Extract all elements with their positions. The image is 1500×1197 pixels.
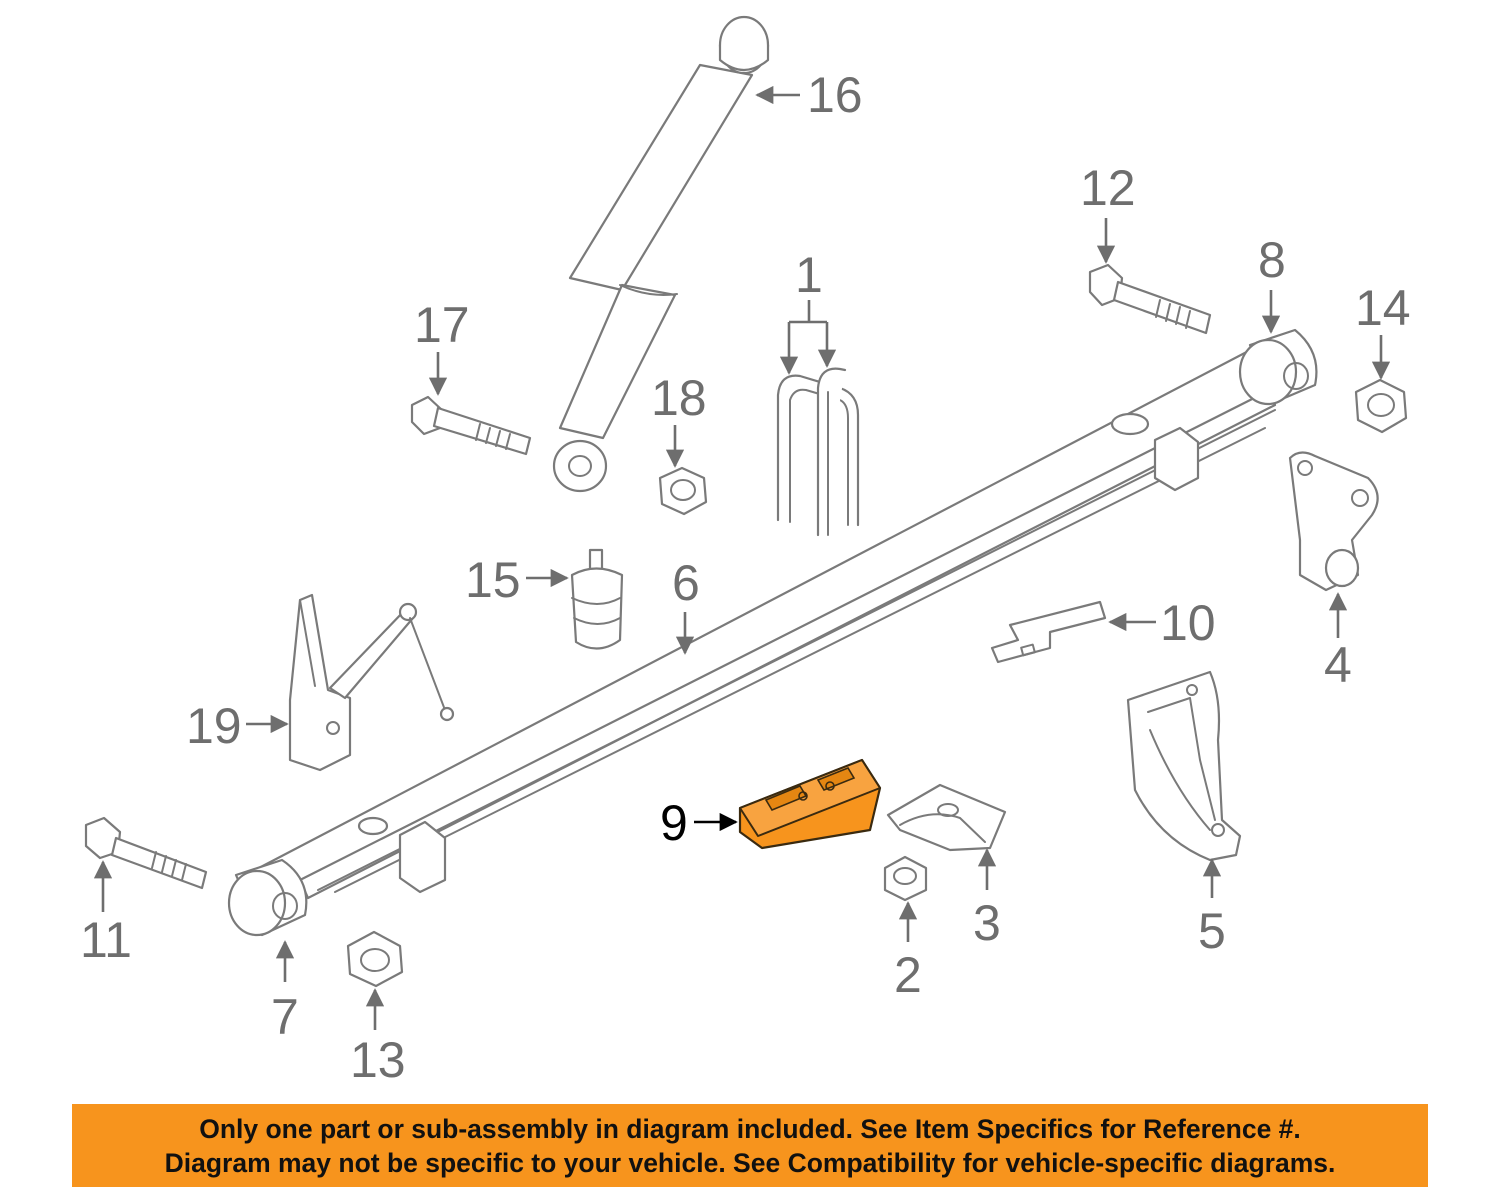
nut-18-part [658, 466, 708, 516]
disclaimer-banner: Only one part or sub-assembly in diagram… [72, 1104, 1428, 1187]
callout-4: 4 [1324, 637, 1352, 693]
u-bolts-part [776, 367, 860, 537]
callout-18: 18 [651, 370, 707, 426]
callout-3: 3 [973, 895, 1001, 951]
callout-15: 15 [465, 552, 521, 608]
callout-2: 2 [894, 947, 922, 1003]
bolt-11-part [84, 816, 208, 890]
bolt-17-part [410, 395, 532, 456]
nut-14-part [1354, 378, 1408, 434]
nut-13-part [346, 930, 404, 988]
bolt-12-part [1088, 263, 1212, 335]
callout-17: 17 [414, 297, 470, 353]
callout-9-highlighted: 9 [660, 795, 688, 851]
plate-10-part [990, 600, 1107, 664]
leaf-spring-part [253, 343, 1302, 902]
callout-19: 19 [186, 698, 242, 754]
height-sensor-part [288, 593, 455, 772]
callout-13: 13 [350, 1032, 406, 1088]
callout-6: 6 [672, 555, 700, 611]
shock-absorber-part [552, 15, 770, 493]
spacer-9-highlighted-part [738, 758, 882, 850]
rear-eye-bushing-part [1238, 328, 1318, 406]
disclaimer-line-2: Diagram may not be specific to your vehi… [164, 1148, 1336, 1178]
callout-10: 10 [1160, 595, 1216, 651]
plate-3-part [886, 783, 1007, 852]
callout-14: 14 [1355, 280, 1411, 336]
callout-12: 12 [1080, 160, 1136, 216]
hanger-bracket-part [1126, 670, 1242, 862]
front-eye-bushing-part [227, 858, 308, 937]
callout-16: 16 [807, 67, 863, 123]
disclaimer-line-1: Only one part or sub-assembly in diagram… [199, 1114, 1301, 1144]
callout-1: 1 [795, 247, 823, 303]
callout-7: 7 [271, 989, 299, 1045]
shackle-part [1288, 451, 1379, 592]
callout-8: 8 [1258, 232, 1286, 288]
parts-diagram: 16 12 8 14 1 17 18 15 6 10 4 19 9 3 5 11… [80, 15, 1411, 1088]
callout-5: 5 [1198, 903, 1226, 959]
callout-11: 11 [80, 912, 132, 968]
leader-lines [93, 85, 1391, 1030]
nut-2-part [883, 855, 928, 902]
jounce-bumper-part [570, 548, 624, 650]
